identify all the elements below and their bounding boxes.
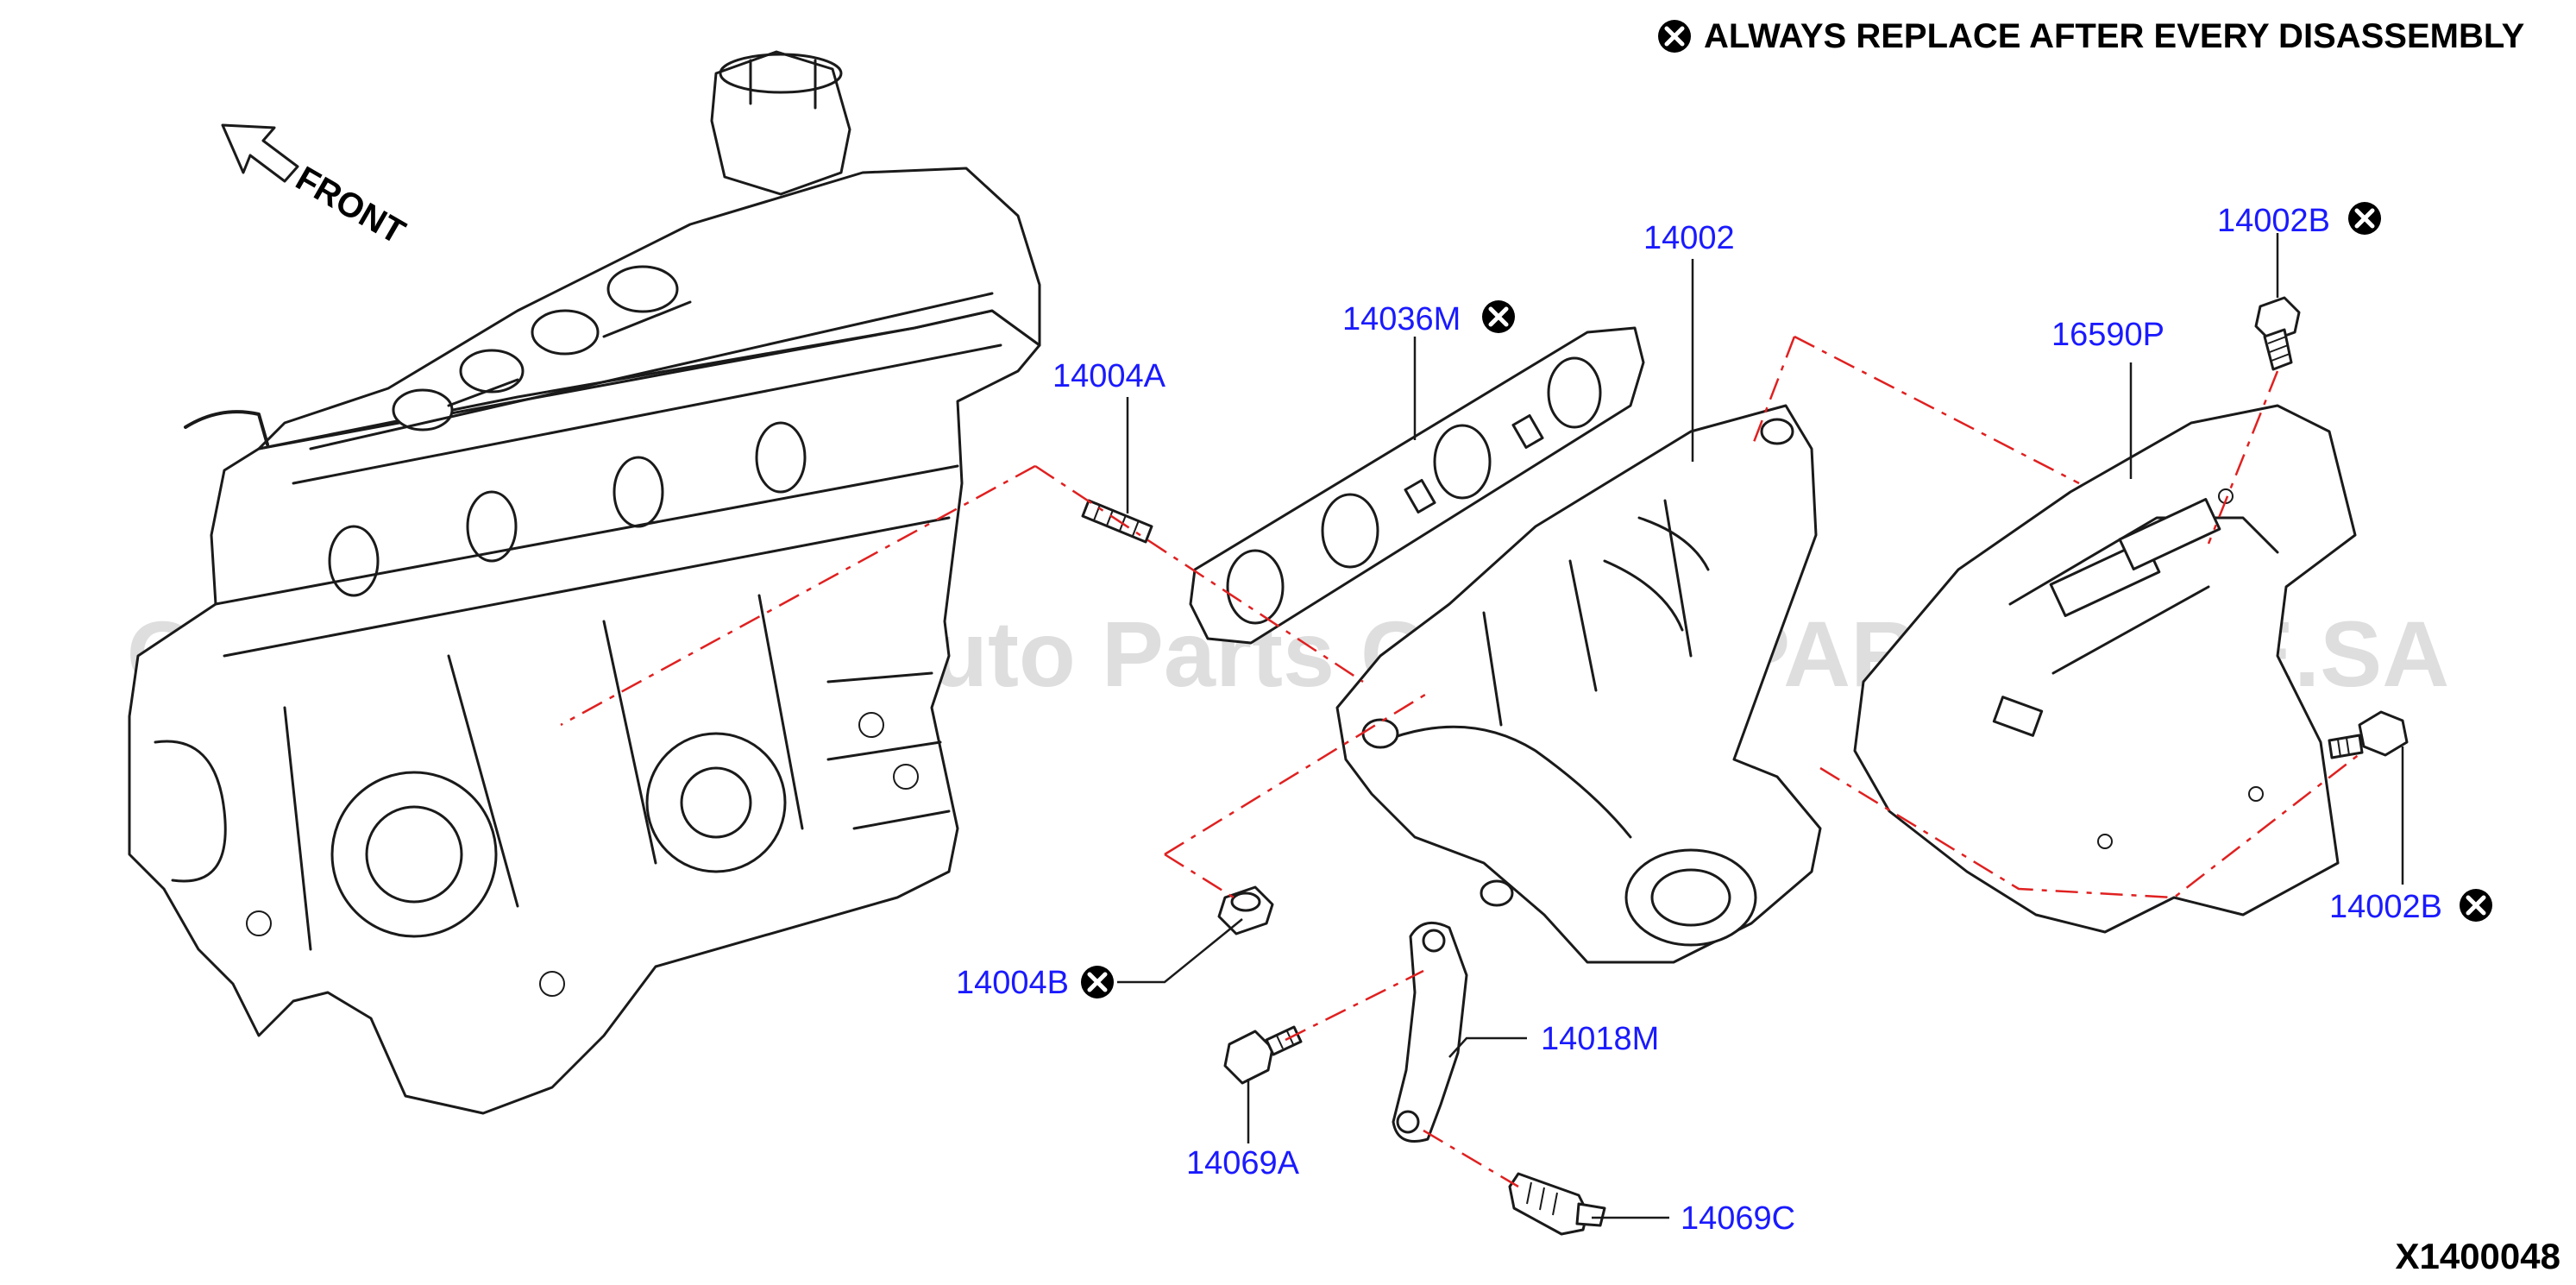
leader-lines [1117, 233, 2404, 1219]
part-labels: 14002B 16590P 14002 14036M 14004A 14004B… [956, 202, 2492, 1237]
diagram-id: X1400048 [2395, 1236, 2560, 1276]
replace-notice-icon [1658, 20, 1691, 53]
replace-icon-14002b-right [2460, 889, 2492, 922]
replace-icon-14004b [1081, 966, 1114, 998]
part-label-14004a[interactable]: 14004A [1052, 358, 1166, 394]
alignment-line-nut [1164, 689, 1433, 899]
nut-14004b-illustration [1217, 885, 1274, 935]
engine-block-illustration [128, 50, 1041, 1115]
alignment-lines [560, 335, 2365, 1188]
alignment-line-bracket [1285, 969, 1519, 1188]
stud-14004a-illustration [1081, 499, 1153, 544]
front-arrow-icon [221, 123, 299, 183]
part-label-14002b-top[interactable]: 14002B [2217, 203, 2330, 239]
part-label-14069a[interactable]: 14069A [1186, 1145, 1300, 1181]
part-label-14002[interactable]: 14002 [1643, 220, 1735, 256]
part-label-14036m[interactable]: 14036M [1342, 301, 1461, 337]
leader-14018m [1448, 1036, 1527, 1058]
part-label-14018m[interactable]: 14018M [1541, 1021, 1659, 1057]
heat-shield-16590p-illustration [1853, 404, 2357, 934]
stud-14069c-illustration [1508, 1172, 1606, 1236]
front-label: FRONT [290, 160, 412, 252]
exhaust-manifold-14002-illustration [1335, 404, 1822, 964]
bolt-14002b-right-illustration [2328, 710, 2409, 759]
part-label-16590p[interactable]: 16590P [2051, 317, 2164, 353]
alignment-line-shield [1750, 335, 2080, 485]
part-label-14004b[interactable]: 14004B [956, 965, 1069, 1001]
part-label-14069c[interactable]: 14069C [1681, 1200, 1795, 1237]
bracket-14018m-illustration [1392, 921, 1468, 1143]
replace-icon-14036m [1482, 300, 1515, 333]
replace-notice-text: ALWAYS REPLACE AFTER EVERY DISASSEMBLY [1704, 17, 2525, 55]
alignment-line-gasket [560, 464, 1364, 727]
alignment-line-shield-lower [1819, 750, 2365, 899]
bolt-14069a-illustration [1223, 1025, 1303, 1085]
bolt-14002b-top-illustration [2254, 296, 2301, 371]
gasket-14036m-illustration [1189, 326, 1645, 645]
leader-14004b [1117, 918, 1243, 984]
alignment-line-bolt-top [2207, 370, 2279, 545]
replace-icon-14002b-top [2348, 202, 2381, 235]
part-label-14002b-right[interactable]: 14002B [2329, 889, 2442, 925]
